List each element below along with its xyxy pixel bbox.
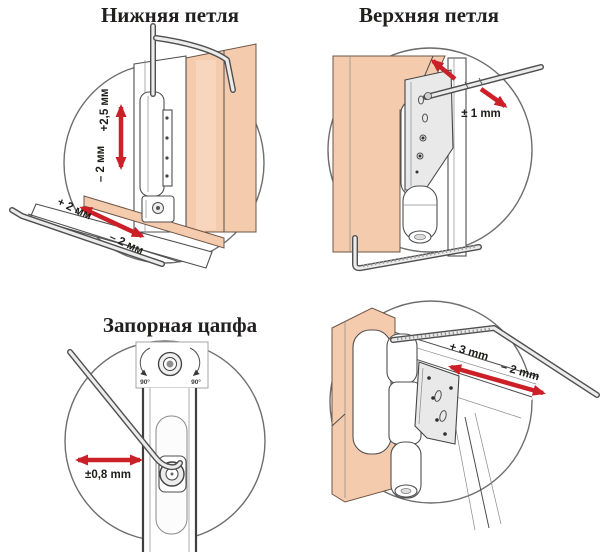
rotate-right-label: 90° — [191, 378, 201, 386]
adjust-arrow-out — [430, 59, 457, 81]
adjust-arrow — [448, 364, 546, 396]
cam-rotation-inset: 90° 90° — [135, 341, 209, 389]
adjust-label: ±0,8 mm — [85, 469, 131, 481]
panel-side-hinge: + 3 mm – 2 mm — [329, 300, 600, 531]
allen-key-sill — [9, 207, 165, 267]
vertical-minus-label: – 2 мм — [95, 146, 107, 182]
lower-hinge-hardware — [139, 91, 175, 223]
panel-title: Запорная цапфа — [103, 313, 258, 337]
allen-key-horizontal — [423, 64, 544, 100]
allen-key-bent — [153, 35, 236, 93]
allen-key-diagonal — [67, 349, 183, 471]
panel-title: Верхняя петля — [359, 3, 499, 27]
panel-locking-cam: Запорная цапфа 90° 90° — [64, 313, 266, 552]
panel-upper-hinge: Верхняя петля — [327, 3, 544, 272]
adjust-label: ± 1 mm — [461, 108, 501, 120]
rotate-left-arrow-icon — [139, 347, 151, 376]
window-frame — [331, 307, 396, 503]
rotate-left-label: 90° — [140, 378, 150, 386]
panel-lower-hinge: Нижняя петля — [9, 3, 265, 269]
rotate-right-arrow-icon — [189, 347, 201, 376]
side-hinge-hardware — [386, 333, 460, 499]
upper-hinge-hardware — [402, 69, 454, 244]
adjust-arrow-in — [479, 87, 508, 108]
vertical-plus-label: +2,5 мм — [99, 89, 111, 132]
allen-key-long — [390, 325, 600, 398]
allen-key-bottom — [352, 235, 482, 272]
lateral-adjust-arrow — [79, 205, 145, 239]
panel-title: Нижняя петля — [101, 3, 239, 27]
